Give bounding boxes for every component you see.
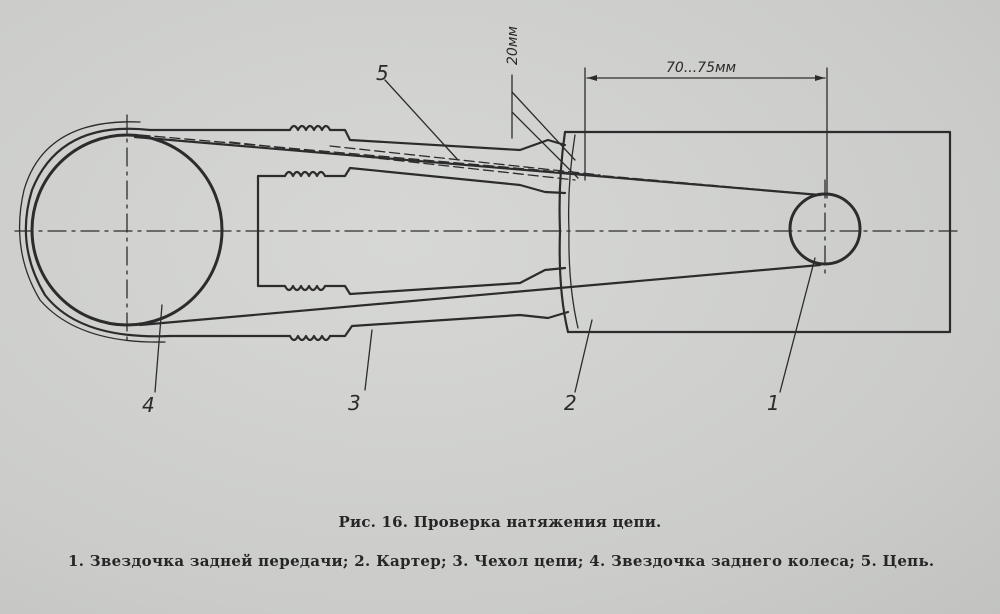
callout-5-leader	[384, 79, 459, 161]
drive-sprocket	[788, 192, 862, 266]
callout-4: 4	[142, 393, 155, 417]
crankcase-body	[563, 130, 952, 334]
dim-vertical-label: 20мм	[505, 26, 521, 65]
chain-upper-run	[133, 135, 822, 197]
callout-2: 2	[564, 391, 577, 415]
rear-wheel-sprocket	[30, 133, 224, 327]
figure-legend: 1. Звездочка задней передачи; 2. Картер;…	[68, 552, 935, 570]
dim-arrow-right	[815, 75, 825, 81]
chain-case-rear-loop	[24, 127, 172, 338]
callout-3-leader	[364, 329, 373, 391]
chain-cover-upper-outer	[148, 124, 567, 152]
crankcase-flange	[558, 130, 570, 334]
chain-slack-dashed-3	[329, 145, 601, 176]
figure-caption: Рис. 16. Проверка натяжения цепи.	[338, 513, 662, 531]
callout-4-leader	[154, 304, 163, 393]
chain-cover-upper-inner	[256, 166, 567, 195]
callout-1-leader	[779, 257, 816, 393]
callout-5: 5	[376, 61, 389, 85]
crankcase-flange-inner	[567, 134, 579, 329]
chain-slack-dashed-2	[229, 141, 576, 181]
dim-horizontal-label: 70...75мм	[666, 60, 737, 76]
chain-case-rear-loop-outer	[18, 121, 166, 343]
chain-cover-lower-inner	[256, 180, 567, 296]
dim-leader-b	[511, 111, 579, 179]
callout-1: 1	[767, 391, 780, 415]
dim-leader-a	[511, 91, 576, 161]
callout-3: 3	[348, 391, 361, 415]
chain-cover-lower-outer	[168, 310, 570, 342]
dim-arrow-left	[587, 75, 597, 81]
callout-2-leader	[574, 319, 593, 393]
chain-lower-run	[138, 263, 822, 327]
